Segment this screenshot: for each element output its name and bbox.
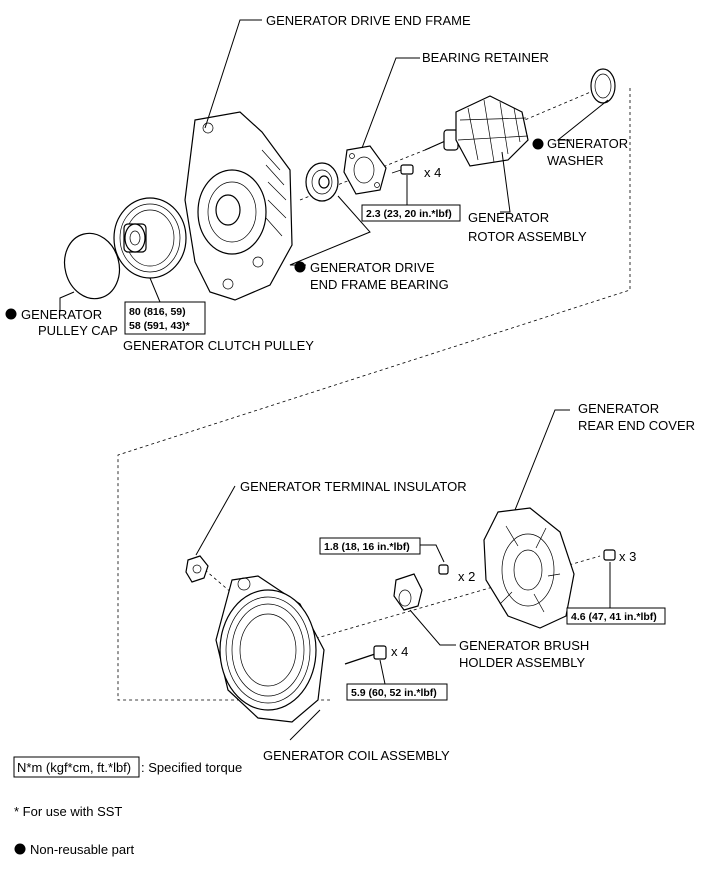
leader-clutch-pulley xyxy=(149,277,161,303)
retainer-screw-part xyxy=(391,164,414,175)
rotor-assembly-part xyxy=(424,95,529,167)
leader-bearing-retainer xyxy=(361,57,420,149)
label-rotor-line1: GENERATOR xyxy=(468,210,549,225)
legend: N*m (kgf*cm, ft.*lbf) : Specified torque… xyxy=(13,756,242,857)
torque-brush-screw: 1.8 (18, 16 in.*lbf) xyxy=(324,541,410,553)
torque-box-pulley: 80 (816, 59) 58 (591, 43)* xyxy=(124,301,206,335)
bearing-retainer-part xyxy=(343,145,387,195)
leader-drive-end-frame xyxy=(204,19,262,129)
torque-box-brush-screw: 1.8 (18, 16 in.*lbf) xyxy=(319,537,421,555)
terminal-insulator-part xyxy=(185,555,209,583)
legend-torque-desc: : Specified torque xyxy=(141,760,242,775)
label-rear-cover-line2: REAR END COVER xyxy=(578,418,695,433)
leader-de-bearing xyxy=(289,195,371,266)
torque-pulley-line1: 80 (816, 59) xyxy=(129,306,186,318)
leader-brush-screw xyxy=(420,544,445,563)
label-brush-holder-line2: HOLDER ASSEMBLY xyxy=(459,655,586,670)
leader-coil-bolt xyxy=(379,659,386,685)
torque-cover-nut: 4.6 (47, 41 in.*lbf) xyxy=(571,611,657,623)
brush-screw-part xyxy=(438,564,449,575)
torque-box-cover-nut: 4.6 (47, 41 in.*lbf) xyxy=(566,607,666,625)
nonreusable-marker-washer xyxy=(532,138,544,150)
label-rotor-line2: ROTOR ASSEMBLY xyxy=(468,229,587,244)
label-clutch-pulley: GENERATOR CLUTCH PULLEY xyxy=(123,338,314,353)
lower-axis-line xyxy=(309,555,601,641)
label-de-bearing-line2: END FRAME BEARING xyxy=(310,277,449,292)
label-pulley-cap-line2: PULLEY CAP xyxy=(38,323,118,338)
rear-end-cover-part xyxy=(483,507,575,629)
upper-assembly-axis xyxy=(117,88,631,701)
drive-end-frame-part xyxy=(184,111,293,301)
coil-bolt-part xyxy=(344,645,387,665)
label-de-bearing-line1: GENERATOR DRIVE xyxy=(310,260,435,275)
torque-retainer-screw: 2.3 (23, 20 in.*lbf) xyxy=(366,208,452,220)
label-brush-holder-line1: GENERATOR BRUSH xyxy=(459,638,589,653)
qty-retainer-screw: x 4 xyxy=(424,165,441,180)
leader-pulley-cap xyxy=(59,291,75,312)
leader-terminal-insulator xyxy=(195,485,236,556)
torque-box-retainer-screw: 2.3 (23, 20 in.*lbf) xyxy=(361,204,461,222)
qty-coil-bolt: x 4 xyxy=(391,644,408,659)
torque-box-coil-bolt: 5.9 (60, 52 in.*lbf) xyxy=(346,683,448,701)
label-rear-cover-line1: GENERATOR xyxy=(578,401,659,416)
label-terminal-insulator: GENERATOR TERMINAL INSULATOR xyxy=(240,479,467,494)
leader-brush-holder xyxy=(409,609,456,646)
leader-rear-cover xyxy=(514,409,570,511)
brush-holder-part xyxy=(393,573,423,611)
pulley-cap-part xyxy=(63,232,121,300)
qty-brush-screw: x 2 xyxy=(458,569,475,584)
coil-assembly-part xyxy=(215,575,325,723)
label-bearing-retainer: BEARING RETAINER xyxy=(422,50,549,65)
qty-cover-nut: x 3 xyxy=(619,549,636,564)
label-washer-line2: WASHER xyxy=(547,153,604,168)
leader-coil-assembly xyxy=(289,709,321,741)
rotor-axis-line xyxy=(519,87,601,123)
legend-nonreusable-marker xyxy=(14,843,26,855)
torque-coil-bolt: 5.9 (60, 52 in.*lbf) xyxy=(351,687,437,699)
clutch-pulley-part xyxy=(113,197,187,279)
generator-washer-part xyxy=(590,68,616,104)
leader-rotor xyxy=(500,151,511,213)
drive-end-bearing-part xyxy=(305,162,339,202)
nonreusable-marker-pulley-cap xyxy=(5,308,17,320)
label-coil-assembly: GENERATOR COIL ASSEMBLY xyxy=(263,748,450,763)
leader-generator-washer xyxy=(556,99,609,141)
label-drive-end-frame: GENERATOR DRIVE END FRAME xyxy=(266,13,471,28)
legend-nonreusable-text: Non-reusable part xyxy=(30,842,134,857)
retainer-axis-line xyxy=(299,147,431,201)
nonreusable-marker-de-bearing xyxy=(294,261,306,273)
legend-torque-unit: N*m (kgf*cm, ft.*lbf) xyxy=(17,760,131,775)
cover-nut-part xyxy=(603,549,616,561)
label-washer-line1: GENERATOR xyxy=(547,136,628,151)
legend-sst-note: * For use with SST xyxy=(14,804,122,819)
torque-pulley-line2: 58 (591, 43)* xyxy=(129,320,191,332)
label-pulley-cap-line1: GENERATOR xyxy=(21,307,102,322)
